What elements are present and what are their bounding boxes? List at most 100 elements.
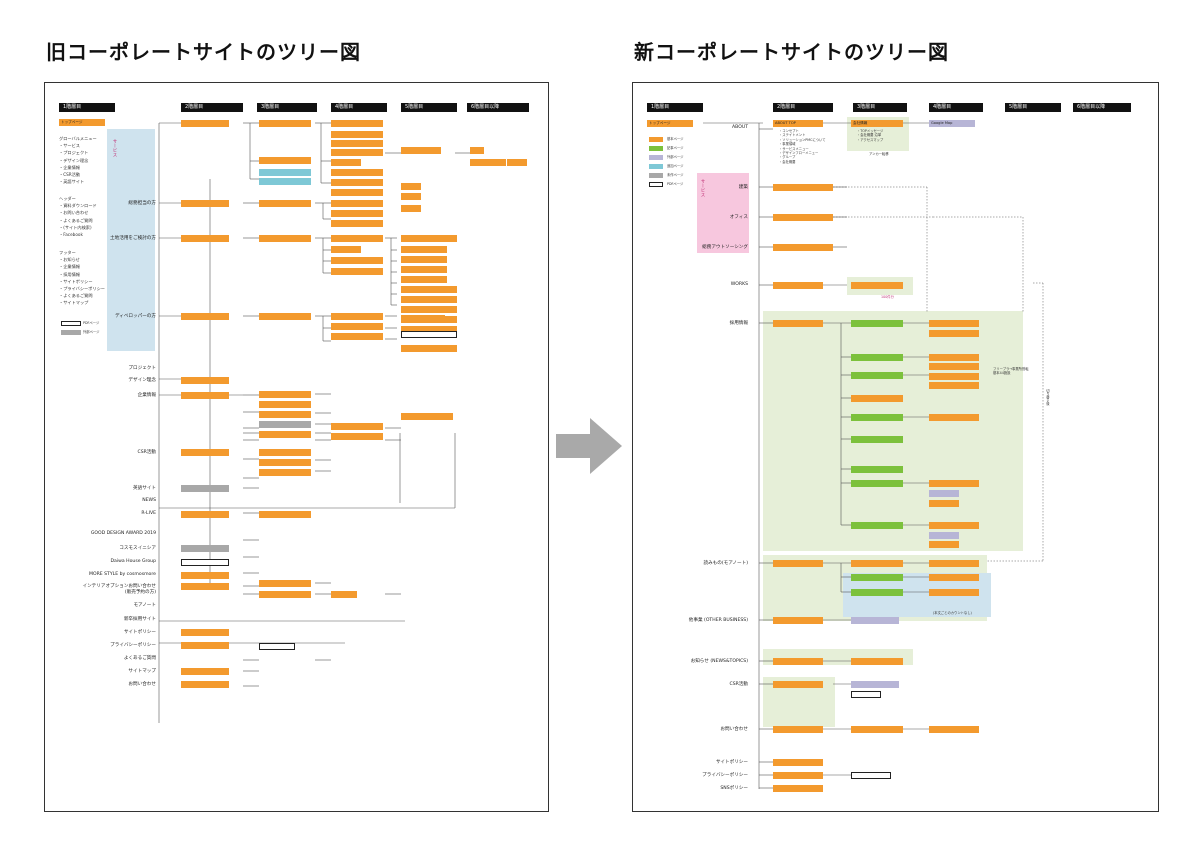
old-node-l3[interactable] <box>259 591 311 598</box>
old-node-l4[interactable] <box>331 169 383 176</box>
new-moanote-top-node[interactable] <box>773 560 823 567</box>
old-node-l5[interactable] <box>401 306 457 313</box>
old-node-l5[interactable] <box>401 235 457 242</box>
old-node-l5[interactable] <box>401 276 447 283</box>
old-node-l2[interactable] <box>181 583 229 590</box>
new-sns-policy-node[interactable] <box>773 785 823 792</box>
old-node-l4[interactable] <box>331 131 383 138</box>
old-node-l3-added[interactable] <box>259 169 311 176</box>
old-node-l2[interactable] <box>181 642 229 649</box>
old-node-l2[interactable] <box>181 681 229 688</box>
old-node-l3[interactable] <box>259 391 311 398</box>
old-node-l4[interactable] <box>331 433 383 440</box>
new-recruit-l4-node[interactable] <box>929 541 959 548</box>
new-contact-top-node[interactable] <box>773 726 823 733</box>
new-moanote-l4-node[interactable] <box>929 574 979 581</box>
new-recruit-l3-node[interactable] <box>851 522 903 529</box>
new-recruit-l4-external[interactable] <box>929 532 959 539</box>
old-node-l3[interactable] <box>259 411 311 418</box>
old-node-l6[interactable] <box>507 159 527 166</box>
old-node-l4[interactable] <box>331 313 383 320</box>
new-recruit-l3-node[interactable] <box>851 320 903 327</box>
old-node-l5[interactable] <box>401 413 453 420</box>
new-moanote-l3-node[interactable] <box>851 560 903 567</box>
old-node-l5[interactable] <box>401 326 457 333</box>
old-node-l2[interactable] <box>181 392 229 399</box>
new-recruit-l4-node[interactable] <box>929 382 979 389</box>
new-top-page-node[interactable]: トップページ <box>647 120 693 127</box>
old-node-l2-external[interactable] <box>181 545 229 552</box>
old-node-l3-added[interactable] <box>259 178 311 185</box>
old-node-l2-pdf[interactable] <box>181 559 229 566</box>
old-node-l2[interactable] <box>181 200 229 207</box>
old-node-l4[interactable] <box>331 140 383 147</box>
old-top-page-node[interactable]: トップページ <box>59 119 105 126</box>
new-privacy-policy-node[interactable] <box>773 772 823 779</box>
old-node-l4[interactable] <box>331 591 357 598</box>
new-site-policy-node[interactable] <box>773 759 823 766</box>
new-about-top-node[interactable]: ABOUT TOP <box>773 120 823 127</box>
old-node-l5[interactable] <box>401 266 447 273</box>
old-node-l3[interactable] <box>259 401 311 408</box>
old-node-l4[interactable] <box>331 235 383 242</box>
new-works-detail-node[interactable] <box>851 282 903 289</box>
old-node-l3[interactable] <box>259 200 311 207</box>
new-news-top-node[interactable] <box>773 658 823 665</box>
new-google-map-node[interactable]: Google Map <box>929 120 975 127</box>
new-csr-top-node[interactable] <box>773 681 823 688</box>
old-node-l3[interactable] <box>259 449 311 456</box>
old-node-l4[interactable] <box>331 257 383 264</box>
new-recruit-l4-node[interactable] <box>929 414 979 421</box>
new-contact-complete-node[interactable] <box>929 726 979 733</box>
new-architecture-top-node[interactable] <box>773 184 833 191</box>
old-node-l5[interactable] <box>401 286 457 293</box>
new-recruit-l4-node[interactable] <box>929 330 979 337</box>
old-node-l5[interactable] <box>401 147 441 154</box>
new-contact-form-node[interactable] <box>851 726 903 733</box>
new-recruit-top-node[interactable] <box>773 320 823 327</box>
new-recruit-l3-node[interactable] <box>851 372 903 379</box>
new-recruit-l4-node[interactable] <box>929 320 979 327</box>
old-node-l4[interactable] <box>331 220 383 227</box>
old-node-l2[interactable] <box>181 235 229 242</box>
old-node-l5[interactable] <box>401 205 421 212</box>
new-csr-pdf[interactable] <box>851 691 881 698</box>
new-recruit-l3-node[interactable] <box>851 436 903 443</box>
old-node-l5[interactable] <box>401 315 445 322</box>
new-other-business-external[interactable] <box>851 617 899 624</box>
old-node-l2[interactable] <box>181 120 229 127</box>
new-privacy-pdf[interactable] <box>851 772 891 779</box>
old-node-l4[interactable] <box>331 246 361 253</box>
old-node-l4[interactable] <box>331 210 383 217</box>
new-recruit-l4-node[interactable] <box>929 363 979 370</box>
old-node-l4[interactable] <box>331 268 383 275</box>
old-node-l3[interactable] <box>259 459 311 466</box>
new-office-top-node[interactable] <box>773 214 833 221</box>
old-node-l6[interactable] <box>470 147 484 154</box>
old-node-l3[interactable] <box>259 469 311 476</box>
old-node-l2[interactable] <box>181 629 229 636</box>
old-node-l2[interactable] <box>181 572 229 579</box>
old-node-l5-pdf[interactable] <box>401 331 457 338</box>
old-node-l3[interactable] <box>259 235 311 242</box>
new-recruit-l3-node[interactable] <box>851 480 903 487</box>
new-news-detail-node[interactable] <box>851 658 903 665</box>
old-node-l5[interactable] <box>401 256 447 263</box>
new-moanote-l3-node[interactable] <box>851 589 903 596</box>
old-node-l5[interactable] <box>401 345 457 352</box>
old-node-l4[interactable] <box>331 189 383 196</box>
new-recruit-l3-node[interactable] <box>851 395 903 402</box>
old-node-l2[interactable] <box>181 668 229 675</box>
old-node-l2[interactable] <box>181 313 229 320</box>
old-node-l5[interactable] <box>401 296 457 303</box>
new-outsourcing-top-node[interactable] <box>773 244 833 251</box>
new-recruit-l4-node[interactable] <box>929 522 979 529</box>
new-recruit-l3-node[interactable] <box>851 414 903 421</box>
old-node-l3[interactable] <box>259 120 311 127</box>
old-node-l2-external[interactable] <box>181 485 229 492</box>
old-node-l3[interactable] <box>259 157 311 164</box>
new-recruit-l4-node[interactable] <box>929 480 979 487</box>
new-works-top-node[interactable] <box>773 282 823 289</box>
new-recruit-l4-node[interactable] <box>929 500 959 507</box>
old-node-l3-pdf[interactable] <box>259 643 295 650</box>
